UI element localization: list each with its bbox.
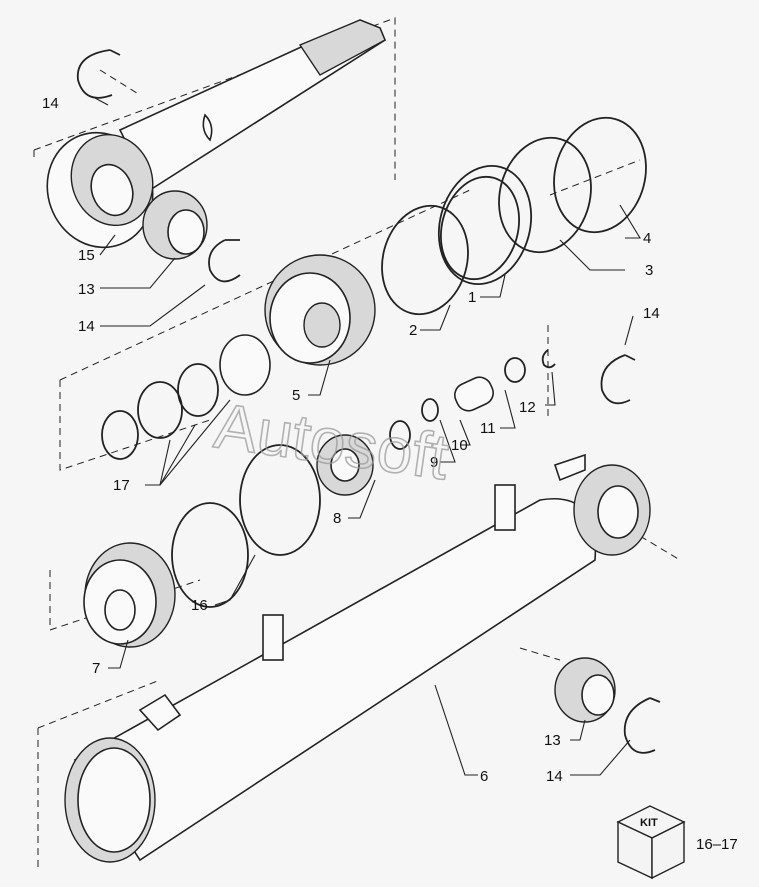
callout-17: 17 xyxy=(113,477,130,494)
callout-labels: 14 15 13 14 4 3 1 2 14 5 12 11 10 9 17 8… xyxy=(42,95,660,785)
callout-14: 14 xyxy=(546,768,563,785)
callout-16: 16 xyxy=(191,597,208,614)
piston xyxy=(264,254,376,366)
spherical-bearing-top xyxy=(142,190,208,260)
callout-8: 8 xyxy=(333,510,341,527)
callout-9: 9 xyxy=(430,454,438,471)
callout-13: 13 xyxy=(544,732,561,749)
cylinder-head xyxy=(83,542,176,648)
assembly-dash-lines xyxy=(33,17,681,870)
nut xyxy=(316,434,374,496)
piston-rod xyxy=(118,19,386,192)
callout-4: 4 xyxy=(643,230,651,247)
kit-label: KIT xyxy=(640,817,658,829)
small-fitting-parts xyxy=(389,349,556,450)
callout-13: 13 xyxy=(78,281,95,298)
callout-12: 12 xyxy=(519,399,536,416)
callout-6: 6 xyxy=(480,768,488,785)
seal-rings-upper xyxy=(381,116,647,316)
callout-14: 14 xyxy=(78,318,95,335)
kit-box-icon: KIT xyxy=(616,805,686,880)
rod-eye xyxy=(46,131,154,249)
callout-7: 7 xyxy=(92,660,100,677)
callout-5: 5 xyxy=(292,387,300,404)
callout-1: 1 xyxy=(468,289,476,306)
callout-2: 2 xyxy=(409,322,417,339)
callout-14: 14 xyxy=(643,305,660,322)
callout-15: 15 xyxy=(78,247,95,264)
head-seal-rings xyxy=(171,444,321,608)
circlip-rings xyxy=(76,49,661,754)
callout-3: 3 xyxy=(645,262,653,279)
leader-lines xyxy=(94,97,641,776)
callout-10: 10 xyxy=(451,437,468,454)
cylinder-barrel xyxy=(64,453,651,863)
guide-rings xyxy=(101,334,271,460)
callout-14: 14 xyxy=(42,95,59,112)
spherical-bearing-bottom xyxy=(554,657,616,723)
callout-11: 11 xyxy=(480,420,496,437)
kit-reference: 16–17 xyxy=(696,836,738,853)
